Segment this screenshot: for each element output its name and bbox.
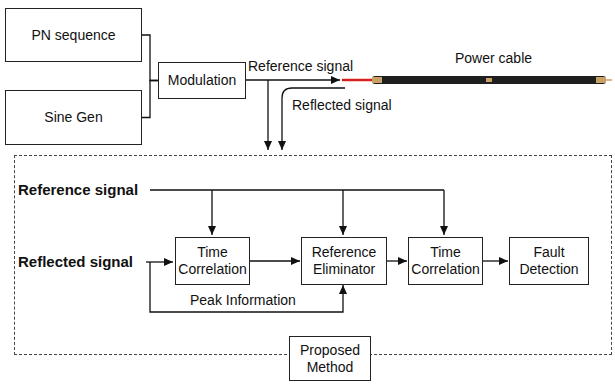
connector	[142, 35, 158, 81]
box-text: Modulation	[168, 72, 237, 89]
signal-label: Reference signal	[18, 181, 138, 198]
box-text: Fault Detection	[515, 244, 583, 278]
process-box: Fault Detection	[509, 237, 589, 285]
signal-label: Reflected signal	[292, 97, 392, 113]
process-box: Time Correlation	[408, 237, 483, 285]
box-text: Time Correlation	[178, 244, 246, 278]
source-box: Sine Gen	[5, 90, 142, 145]
source-box: PN sequence	[5, 8, 142, 62]
method-wiring	[146, 190, 444, 312]
method-label-box: Proposed Method	[289, 336, 371, 381]
signal-arrows	[268, 80, 345, 150]
connector	[250, 260, 300, 261]
process-box: Modulation	[158, 62, 246, 99]
signal-label: Power cable	[455, 50, 532, 66]
connector	[387, 260, 407, 261]
connector	[142, 81, 158, 118]
box-text: Time Correlation	[411, 244, 479, 278]
reference-line	[246, 79, 340, 80]
signal-label: Reference signal	[248, 58, 353, 74]
box-text: Sine Gen	[44, 109, 102, 126]
process-box: Reference Eliminator	[301, 237, 387, 285]
box-text: Reference Eliminator	[307, 244, 381, 278]
power-cable-illustration	[342, 76, 612, 84]
connector	[483, 260, 508, 261]
box-text: PN sequence	[31, 27, 115, 44]
signal-label: Peak Information	[190, 292, 296, 308]
process-box: Time Correlation	[175, 237, 250, 285]
signal-label: Reflected signal	[18, 253, 133, 270]
